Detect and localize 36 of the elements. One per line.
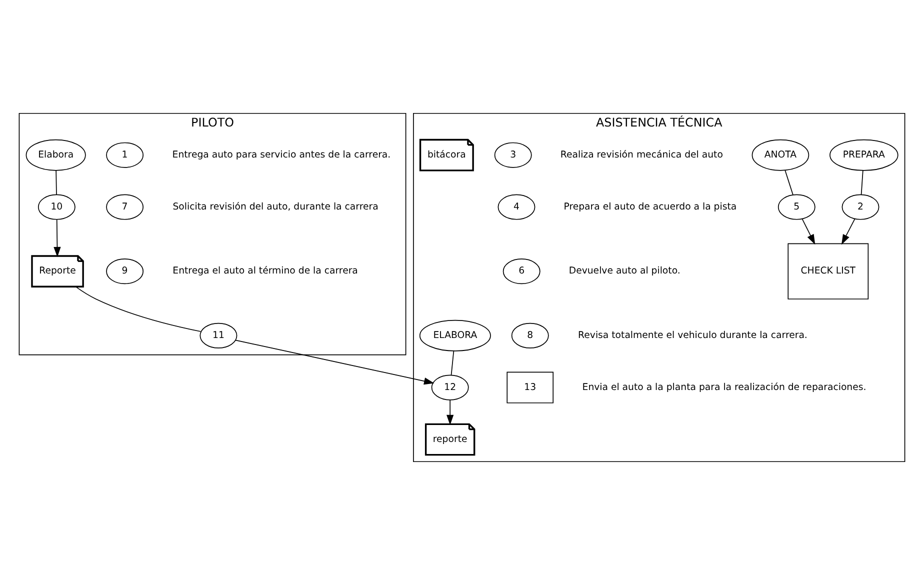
connector (784, 170, 793, 196)
connector (860, 170, 863, 195)
node-label: Prepara el auto de acuerdo a la pista (563, 201, 736, 212)
node-ellipse: 12 (430, 374, 468, 400)
node-ellipse: 2 (841, 194, 879, 220)
node-label: Revisa totalmente el vehiculo durante la carrera. (578, 330, 807, 341)
node-ellipse: 4 (497, 194, 535, 220)
node-label: Envia el auto a la planta para la realización de reparaciones. (582, 382, 866, 393)
node-label: Realiza revisión mecánica del auto (560, 149, 722, 160)
node-box: CHECK LIST (787, 243, 868, 300)
node-box: 13 (506, 372, 554, 404)
node-ellipse: 1 (106, 142, 144, 168)
node-ellipse: ANOTA (751, 139, 809, 171)
arrow (53, 219, 60, 258)
node-label: Solicita revisión del auto, durante la carrera (172, 201, 378, 212)
node-ellipse: 11 (199, 322, 237, 348)
node-ellipse: 5 (777, 194, 815, 220)
node-label: Entrega auto para servicio antes de la carrera. (172, 149, 390, 160)
node-ellipse: 9 (106, 258, 144, 284)
node-ellipse: 6 (502, 258, 540, 284)
node-ellipse: ELABORA (418, 320, 490, 352)
node-ellipse: 10 (37, 194, 75, 220)
node-label: Entrega el auto al término de la carrera (172, 266, 358, 277)
arrow (801, 218, 815, 245)
node-ellipse: Elabora (25, 139, 86, 171)
connector (450, 350, 454, 376)
node-ellipse: PREPARA (829, 139, 898, 171)
arrow (840, 218, 855, 245)
node-ellipse: 8 (510, 322, 548, 348)
node-label: Devuelve auto al piloto. (568, 266, 680, 277)
node-ellipse: 3 (494, 142, 532, 168)
connector (55, 170, 56, 195)
connector (74, 286, 201, 332)
arrow (234, 340, 434, 385)
arrow (446, 400, 454, 426)
node-ellipse: 7 (106, 194, 144, 220)
